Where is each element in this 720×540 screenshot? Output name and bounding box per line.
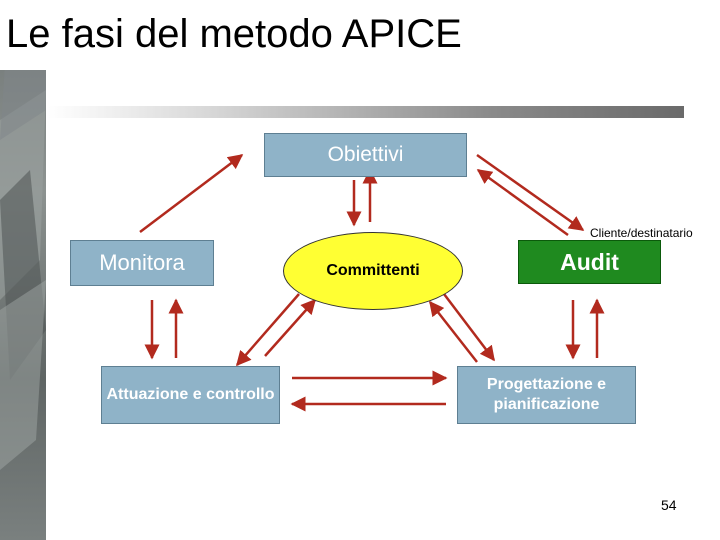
arrow-committenti-to-progettazione: [443, 293, 495, 362]
node-committenti: Committenti: [283, 232, 463, 310]
title-divider: [48, 106, 684, 118]
arrow-committenti-to-attuazione: [236, 293, 300, 367]
node-audit: Audit: [518, 240, 661, 284]
arrow-audit-to-obiettivi: [476, 168, 569, 237]
arrow-monitora-to-obiettivi: [139, 154, 244, 233]
node-progettazione-e-pianificazione: Progettazione e pianificazione: [457, 366, 636, 424]
arrow-obiettivi-to-audit: [476, 153, 585, 232]
arrow-progettazione-to-committenti: [429, 300, 478, 363]
decorative-sidebar: [0, 0, 46, 540]
page-number: 54: [661, 497, 677, 513]
page-title: Le fasi del metodo APICE: [6, 12, 462, 56]
node-monitora: Monitora: [70, 240, 214, 286]
arrow-attuazione-to-committenti: [264, 298, 316, 357]
title-band: [0, 0, 720, 70]
node-attuazione-e-controllo: Attuazione e controllo: [101, 366, 280, 424]
node-obiettivi: Obiettivi: [264, 133, 467, 177]
annotation-cliente-destinatario: Cliente/destinatario: [590, 226, 693, 240]
